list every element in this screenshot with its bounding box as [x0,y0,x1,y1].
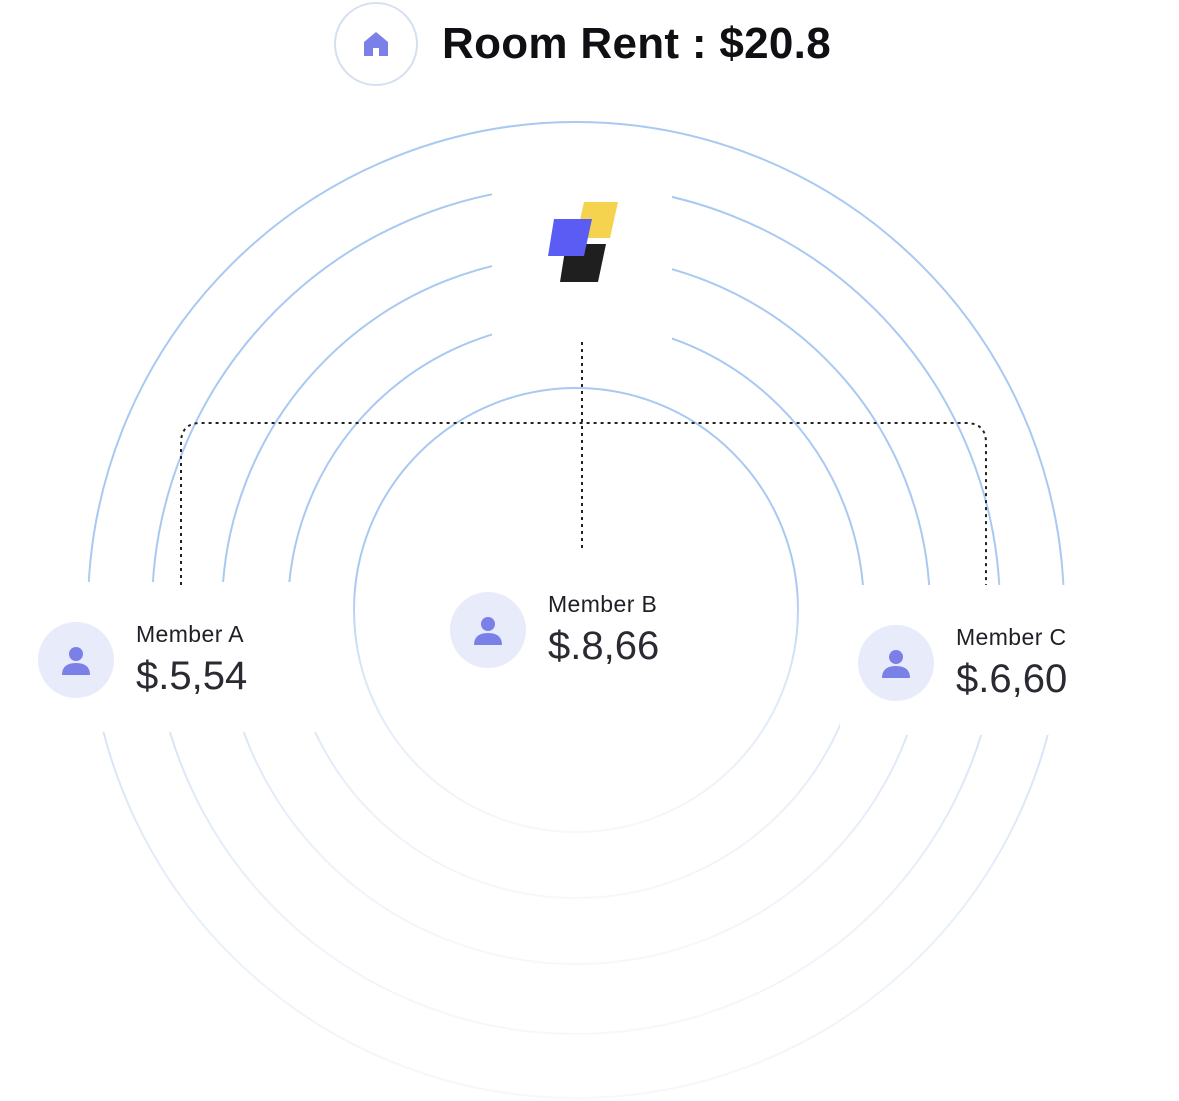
avatar [858,625,934,701]
header-home-badge [334,2,418,86]
member-name: Member A [136,621,245,647]
app-logo-icon [548,202,618,282]
user-icon [474,617,502,645]
avatar [450,592,526,668]
member-card-c[interactable]: Member C $.6,60 [858,623,1067,703]
connector-lines [180,342,987,585]
member-card-b[interactable]: Member B $.8,66 [450,590,659,670]
member-name: Member C [956,624,1067,650]
avatar [38,622,114,698]
user-icon [62,647,90,675]
member-amount: $.6,60 [956,657,1068,701]
user-icon [882,650,910,678]
member-card-a[interactable]: Member A $.5,54 [38,620,247,700]
member-name: Member B [548,591,658,617]
member-amount: $.5,54 [136,654,248,698]
member-amount: $.8,66 [548,624,660,668]
home-icon [364,32,388,56]
page-title: Room Rent : $20.8 [442,19,831,68]
